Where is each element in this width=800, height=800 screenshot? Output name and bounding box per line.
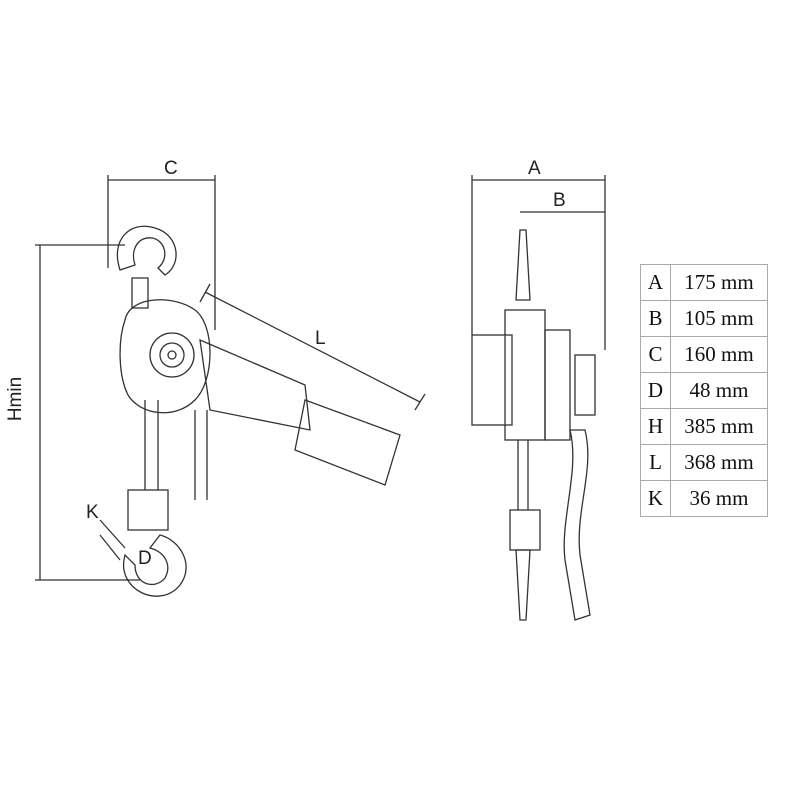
dimension-k: [99, 519, 126, 561]
spec-key: C: [640, 336, 671, 373]
spec-value: 175 mm: [670, 264, 768, 301]
dimension-c: [107, 175, 216, 330]
spec-value: 48 mm: [670, 372, 768, 409]
spec-key: D: [640, 372, 671, 409]
spec-key: B: [640, 300, 671, 337]
left-view-hoist: [116, 225, 401, 597]
spec-key: H: [640, 408, 671, 445]
spec-key: L: [640, 444, 671, 481]
spec-value: 36 mm: [670, 480, 768, 517]
label-c: C: [164, 158, 178, 179]
dimension-a: [471, 175, 606, 350]
label-hmin: Hmin: [5, 376, 27, 422]
dimension-hmin: [35, 244, 140, 581]
right-view-hoist: [471, 229, 596, 621]
dimension-l: [199, 283, 426, 411]
label-d: D: [138, 548, 152, 569]
spec-value: 105 mm: [670, 300, 768, 337]
label-b: B: [553, 190, 566, 211]
label-k: K: [86, 502, 99, 523]
spec-key: K: [640, 480, 671, 517]
spec-value: 160 mm: [670, 336, 768, 373]
label-a: A: [528, 158, 541, 179]
label-l: L: [315, 328, 326, 349]
spec-value: 368 mm: [670, 444, 768, 481]
spec-value: 385 mm: [670, 408, 768, 445]
spec-key: A: [640, 264, 671, 301]
